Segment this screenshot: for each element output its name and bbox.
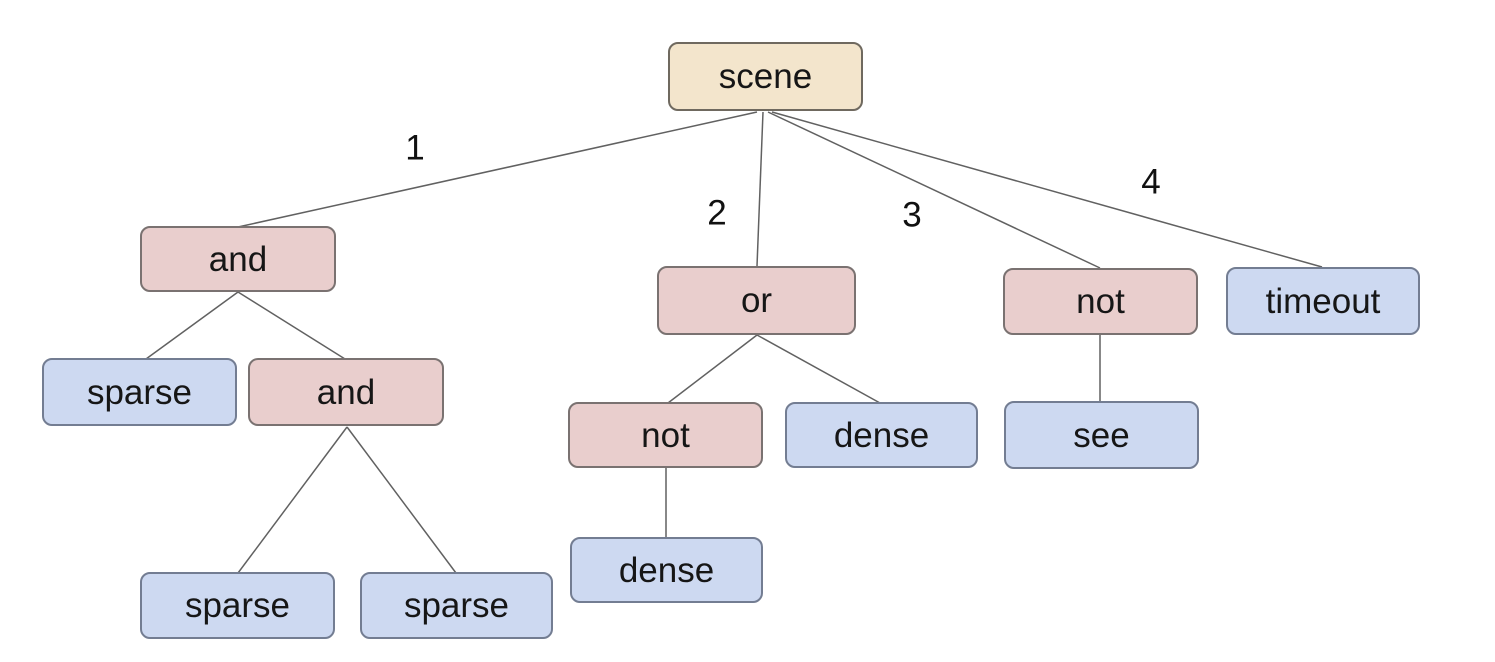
- edge-scene-and: [237, 111, 758, 228]
- edge-or-not: [667, 334, 758, 404]
- edge-label-3: 3: [902, 195, 922, 235]
- node-sparse-1: sparse: [42, 358, 237, 426]
- node-timeout: timeout: [1226, 267, 1420, 335]
- edge-scene-timeout: [771, 111, 1323, 268]
- edge-or-dense: [756, 334, 881, 404]
- edge-and-and: [237, 291, 346, 360]
- node-and-2: and: [248, 358, 444, 426]
- node-dense-2: dense: [570, 537, 763, 603]
- node-or: or: [657, 266, 856, 335]
- edge-scene-or: [756, 111, 764, 267]
- edge-label-2: 2: [707, 193, 727, 233]
- node-scene: scene: [668, 42, 863, 111]
- edge-label-1: 1: [405, 128, 425, 168]
- node-and: and: [140, 226, 336, 292]
- edge-label-4: 4: [1141, 162, 1161, 202]
- edge-and2-sparse: [237, 426, 348, 574]
- node-not-2: not: [568, 402, 763, 468]
- node-see: see: [1004, 401, 1199, 469]
- node-sparse-3: sparse: [360, 572, 553, 639]
- edge-scene-not: [767, 111, 1101, 269]
- node-not: not: [1003, 268, 1198, 335]
- node-sparse-2: sparse: [140, 572, 335, 639]
- node-dense-1: dense: [785, 402, 978, 468]
- edge-and-sparse: [145, 291, 239, 360]
- edge-and2-sparse2: [346, 426, 457, 574]
